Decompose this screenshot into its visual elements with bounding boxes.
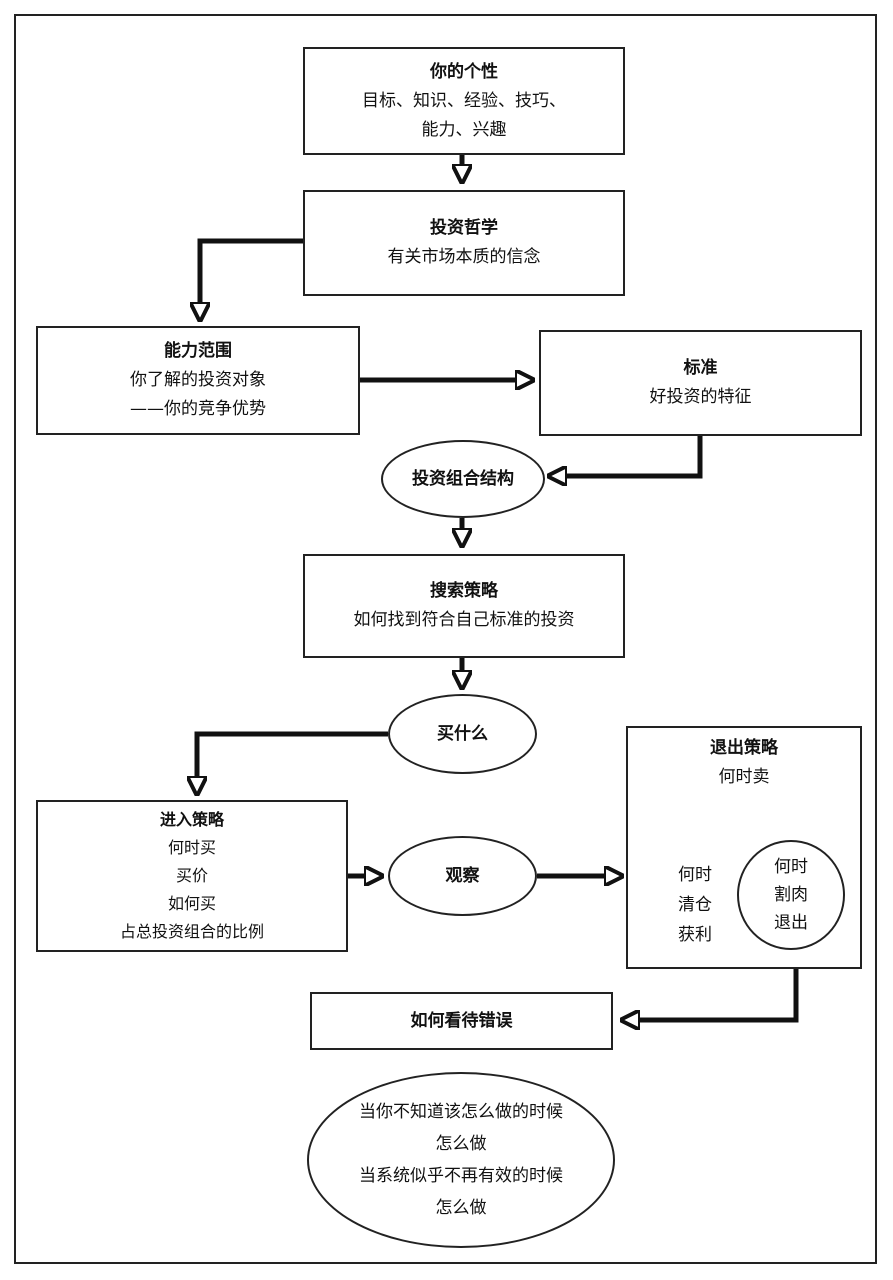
- entry-box: 进入策略 何时买 买价 如何买 占总投资组合的比例: [36, 800, 348, 952]
- competence-line-1: 你了解的投资对象: [130, 370, 266, 390]
- unknown-line-4: 怎么做: [435, 1198, 487, 1218]
- criteria-box: 标准 好投资的特征: [539, 330, 862, 436]
- exit-stoploss-circle: 何时 割肉 退出: [737, 840, 845, 950]
- competence-box: 能力范围 你了解的投资对象 ——你的竞争优势: [36, 326, 360, 435]
- arrow-buy-to-entry: [197, 731, 388, 794]
- exit-profit-text: 何时 清仓 获利: [660, 860, 730, 950]
- personality-line-2: 能力、兴趣: [421, 119, 507, 140]
- unknown-line-2: 怎么做: [435, 1134, 487, 1154]
- exit-profit-line-3: 获利: [678, 925, 712, 945]
- exit-profit-line-1: 何时: [678, 865, 712, 885]
- entry-line-2: 买价: [175, 866, 208, 885]
- unknown-ellipse: 当你不知道该怎么做的时候 怎么做 当系统似乎不再有效的时候 怎么做: [307, 1072, 615, 1248]
- exit-box: 退出策略 何时卖: [626, 726, 862, 969]
- mistakes-box: 如何看待错误: [310, 992, 613, 1050]
- exit-stoploss-line-2: 割肉: [774, 885, 808, 905]
- unknown-line-1: 当你不知道该怎么做的时候: [359, 1102, 563, 1122]
- competence-line-2: ——你的竞争优势: [130, 399, 266, 419]
- search-box: 搜索策略 如何找到符合自己标准的投资: [303, 554, 625, 658]
- observe-ellipse: 观察: [388, 836, 537, 916]
- arrow-criteria-to-portfolio: [549, 436, 703, 476]
- philosophy-title: 投资哲学: [430, 218, 498, 238]
- search-title: 搜索策略: [430, 581, 498, 601]
- portfolio-ellipse: 投资组合结构: [381, 440, 545, 518]
- what-to-buy-label: 买什么: [437, 723, 488, 744]
- philosophy-line: 有关市场本质的信念: [387, 247, 541, 267]
- exit-stoploss-line-3: 退出: [774, 913, 808, 933]
- philosophy-box: 投资哲学 有关市场本质的信念: [303, 190, 625, 296]
- entry-line-1: 何时买: [167, 838, 216, 857]
- mistakes-label: 如何看待错误: [410, 1010, 513, 1031]
- competence-title: 能力范围: [164, 341, 232, 361]
- arrow-philosophy-to-competence: [200, 238, 303, 320]
- exit-line: 何时卖: [718, 767, 770, 787]
- criteria-line: 好投资的特征: [649, 387, 752, 407]
- diagram-frame: [14, 14, 877, 1264]
- exit-profit-line-2: 清仓: [678, 895, 712, 915]
- search-line: 如何找到符合自己标准的投资: [353, 610, 575, 630]
- arrow-stoploss-to-mistakes: [622, 948, 799, 1020]
- personality-line-1: 目标、知识、经验、技巧、: [362, 90, 566, 111]
- exit-title: 退出策略: [710, 738, 778, 758]
- entry-line-3: 如何买: [167, 894, 216, 913]
- entry-line-4: 占总投资组合的比例: [119, 922, 264, 941]
- exit-stoploss-line-1: 何时: [774, 857, 808, 877]
- criteria-title: 标准: [683, 358, 718, 378]
- personality-title: 你的个性: [430, 61, 498, 82]
- portfolio-label: 投资组合结构: [412, 468, 514, 489]
- what-to-buy-ellipse: 买什么: [388, 694, 537, 774]
- personality-box: 你的个性 目标、知识、经验、技巧、 能力、兴趣: [303, 47, 625, 155]
- unknown-line-3: 当系统似乎不再有效的时候: [359, 1166, 563, 1186]
- observe-label: 观察: [445, 865, 480, 886]
- entry-title: 进入策略: [159, 810, 224, 829]
